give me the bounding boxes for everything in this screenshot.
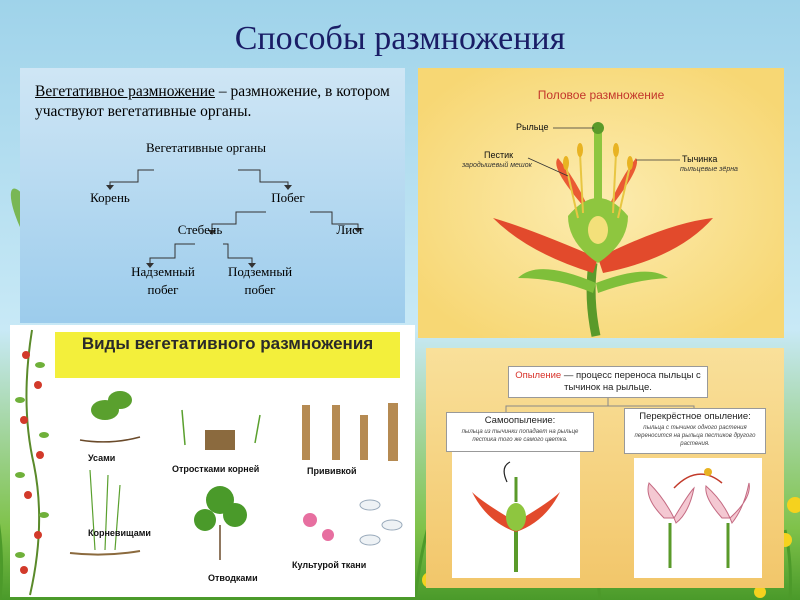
flower-illustration xyxy=(493,122,713,337)
caption-kulturoy: Культурой ткани xyxy=(292,560,367,570)
caption-otrostkami: Отростками корней xyxy=(172,464,260,474)
pollination-panel: Опыление — процесс переноса пыльцы с тыч… xyxy=(426,348,784,588)
tree-nadzemny: Надземный побег xyxy=(131,264,195,297)
self-pollination-box: Самоопыление: пыльца из тычинки попадает… xyxy=(446,412,594,452)
vegetative-panel: Вегетативное размножение – размножение, … xyxy=(20,68,405,323)
cross-desc: пыльца с тычинок одного растения перенос… xyxy=(634,425,756,447)
label-pestik-sub: зародышевый мешок xyxy=(462,162,532,169)
self-title: Самоопыление: xyxy=(484,415,556,426)
types-banner: Виды вегетативного размножения xyxy=(55,332,400,378)
cross-title: Перекрёстное опыление: xyxy=(639,411,751,422)
tree-root: Вегетативные органы xyxy=(146,140,266,155)
cross-pollination-box: Перекрёстное опыление: пыльца с тычинок … xyxy=(624,408,766,454)
label-tychinka-sub: пыльцевые зёрна xyxy=(680,166,738,173)
page-title: Способы размножения xyxy=(234,20,566,57)
tree-stebel: Стебель xyxy=(177,222,223,237)
caption-usami: Усами xyxy=(88,453,116,463)
definition-text: – размножение, в котором участвуют вегет… xyxy=(35,83,390,120)
label-pestik: Пестик xyxy=(484,150,514,160)
caption-otvodkami: Отводками xyxy=(208,573,258,583)
cross-pollination-image xyxy=(634,458,762,578)
cross-pollination-flowers xyxy=(647,468,750,568)
pollination-definition: Опыление — процесс переноса пыльцы с тыч… xyxy=(513,370,703,394)
propagation-illustrations xyxy=(69,391,403,560)
tree-koren: Корень xyxy=(90,190,130,205)
types-banner-text: Виды вегетативного размножения xyxy=(81,334,374,353)
label-rylce: Рыльце xyxy=(516,122,549,132)
self-pollination-image xyxy=(452,452,580,578)
pollination-text: — процесс переноса пыльцы с тычинок на р… xyxy=(561,370,701,393)
tree-list: Лист xyxy=(336,222,364,237)
organ-tree-lines xyxy=(106,169,362,268)
tree-pobeg: Побег xyxy=(271,190,305,205)
sexual-heading: Половое размножение xyxy=(537,88,665,102)
tree-podzemny: Подземный побег xyxy=(227,264,293,297)
self-desc: пыльца из тычинки попадает на рыльце пес… xyxy=(461,429,579,443)
caption-privivkoy: Прививкой xyxy=(307,466,357,476)
sexual-reproduction-panel: Половое размножение Рыльце Пестик зароды… xyxy=(418,68,784,338)
pollination-definition-box: Опыление — процесс переноса пыльцы с тыч… xyxy=(508,366,708,398)
self-pollination-flower xyxy=(472,461,560,572)
definition-term: Вегетативное размножение xyxy=(35,83,215,100)
pollination-term: Опыление xyxy=(515,370,562,381)
vegetative-types-panel: Виды вегетативного размножения Усами Отр… xyxy=(10,325,415,597)
caption-kornevishami: Корневищами xyxy=(88,528,151,538)
label-tychinka: Тычинка xyxy=(682,154,718,164)
vegetative-definition: Вегетативное размножение – размножение, … xyxy=(35,82,395,122)
berry-vine-decoration xyxy=(15,329,49,596)
